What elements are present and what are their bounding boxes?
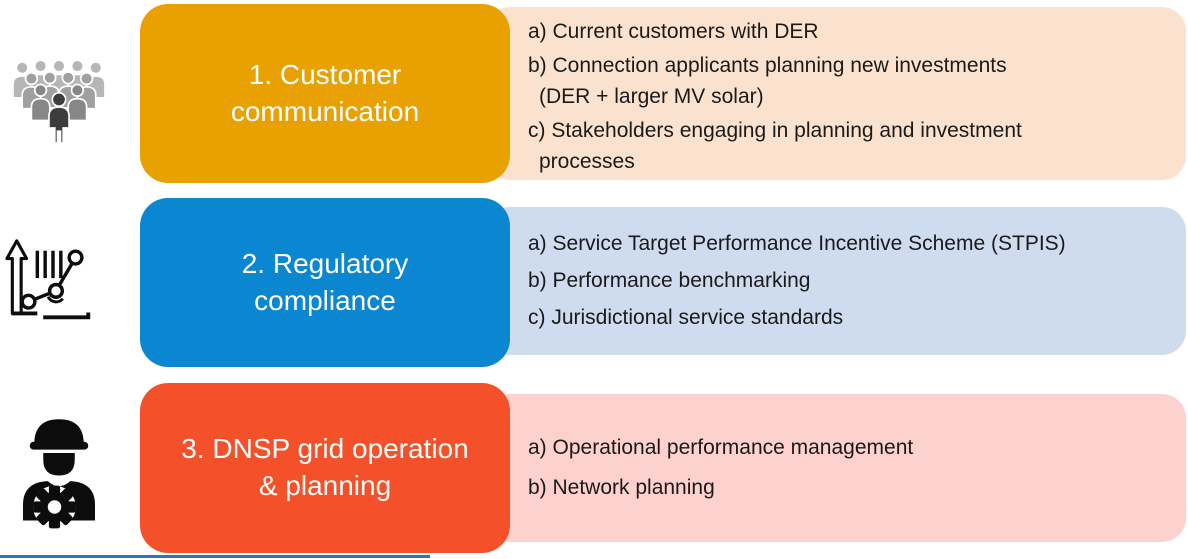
worker-gear-icon [14,400,104,542]
bottom-accent-line [0,555,430,558]
list-item: b) Network planning [528,475,715,499]
customer-communication-box: 1. Customer communication [140,4,510,183]
list-item: c) Jurisdictional service standards [528,306,844,330]
list-item: b) Connection applicants planning new in… [528,54,1007,108]
dnsp-grid-operation-panel: a) Operational performance management b)… [486,394,1186,542]
regulatory-compliance-box: 2. Regulatory compliance [140,198,510,367]
regulatory-compliance-panel: a) Service Target Performance Incentive … [486,207,1186,355]
regulatory-compliance-list: a) Service Target Performance Incentive … [486,207,1186,355]
growth-chart-icon-svg [5,239,91,320]
dnsp-grid-operation-box: 3. DNSP grid operation & planning [140,383,510,553]
list-item: a) Current customers with DER [528,20,819,43]
people-crowd-icon-svg [12,59,106,144]
list-item: a) Service Target Performance Incentive … [528,231,1066,255]
list-item: b) Performance benchmarking [528,268,811,292]
people-crowd-icon [4,56,114,148]
box-title: 1. Customer communication [230,58,420,127]
list-item: a) Operational performance management [528,436,914,460]
box-title: 2. Regulatory compliance [241,247,409,316]
list-item: c) Stakeholders engaging in planning and… [528,119,1022,173]
dnsp-grid-operation-list: a) Operational performance management b)… [486,394,1186,542]
customer-communication-list: a) Current customers with DER b) Connect… [486,7,1186,180]
box-title: 3. DNSP grid operation & planning [181,433,469,501]
worker-gear-icon-svg [23,419,95,529]
growth-chart-icon [4,234,102,336]
customer-communication-panel: a) Current customers with DER b) Connect… [486,7,1186,180]
